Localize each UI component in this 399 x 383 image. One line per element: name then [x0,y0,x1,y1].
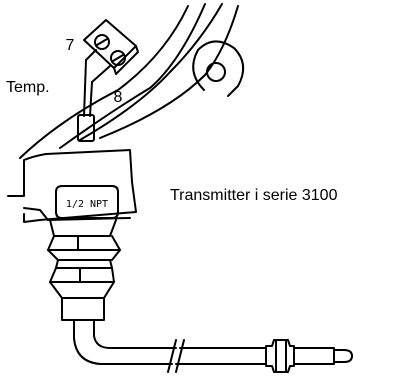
npt-fitting [55,185,119,219]
temp-label: Temp. [6,79,50,96]
cable [73,319,267,373]
sensor-sleeve [77,114,95,142]
mounting-hole [206,62,226,82]
transmitter-caption: Transmitter i serie 3100 [170,187,338,204]
screw-8-icon [110,50,126,66]
cable-break-mark [167,339,177,373]
temp-sensor-wires [83,49,111,117]
terminal-8-label: 8 [114,89,123,106]
cable-connector [265,339,353,373]
screw-7-icon [94,34,110,50]
cable-gland [47,219,121,321]
terminal-7-label: 7 [66,37,75,54]
terminal-block [83,19,139,75]
npt-label: 1/2 NPT [66,199,108,210]
housing-arcs [19,3,239,159]
mounting-lug [192,40,245,97]
